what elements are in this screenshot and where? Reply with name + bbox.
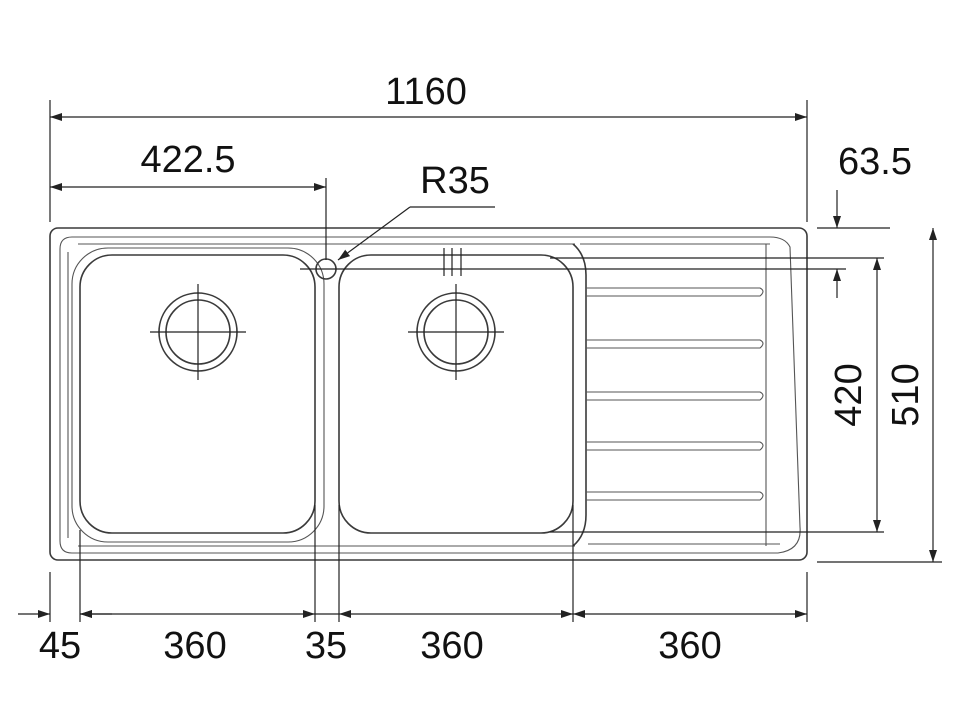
drainer — [572, 243, 780, 547]
label-right-bowl-width: 360 — [420, 625, 483, 667]
label-drainer-width: 360 — [658, 625, 721, 667]
dimension-labels: 1160 422.5 R35 63.5 420 510 45 360 35 36… — [39, 71, 927, 667]
label-tap-offset: 422.5 — [140, 139, 235, 181]
right-waste-outlet — [408, 284, 504, 380]
drainer-groove — [586, 287, 764, 501]
overflow-marker — [443, 248, 462, 276]
label-rim-offset: 63.5 — [838, 141, 912, 183]
inner-rim — [59, 236, 801, 554]
sink-outline — [49, 227, 808, 561]
inner-rim-step — [67, 243, 575, 547]
radius-leader — [337, 206, 411, 261]
left-waste-outlet — [150, 284, 246, 380]
left-bowl — [71, 247, 325, 543]
label-bowl-depth: 420 — [828, 363, 870, 426]
label-overall-depth: 510 — [885, 363, 927, 426]
right-bowl — [338, 254, 574, 534]
label-overall-width: 1160 — [385, 71, 467, 113]
label-bowl-gap: 35 — [305, 625, 347, 667]
label-left-bowl-width: 360 — [163, 625, 226, 667]
tap-hole — [300, 258, 846, 280]
label-tap-radius: R35 — [420, 160, 490, 202]
outer-rim — [49, 227, 808, 561]
dimension-lines — [18, 100, 942, 622]
label-left-margin: 45 — [39, 625, 81, 667]
